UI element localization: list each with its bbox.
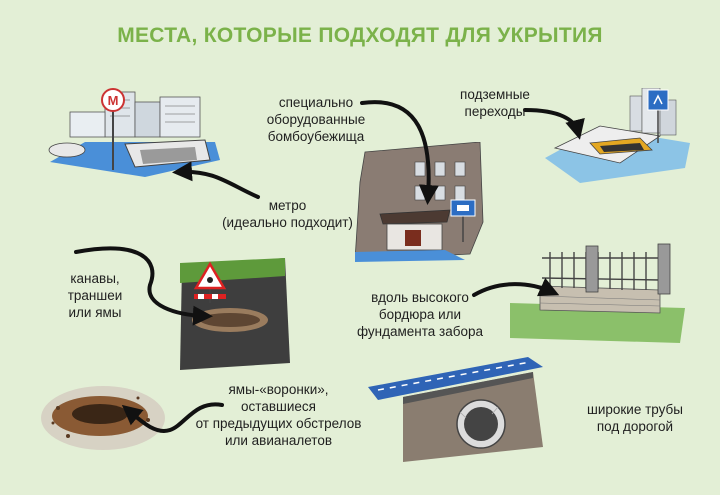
label-underpass: подземные переходы <box>460 87 530 119</box>
pedestrian-crossing-icon <box>647 89 669 111</box>
label-craters: ямы-«воронки», оставшиеся от предыдущих … <box>195 382 362 448</box>
pipe-illustration <box>368 357 543 462</box>
label-ditches: канавы, траншеи или ямы <box>67 271 123 320</box>
label-shelter: специально оборудованные бомбоубежища <box>266 95 366 144</box>
metro-sign-icon: М <box>108 93 119 108</box>
label-metro: метро (идеально подходит) <box>222 198 353 230</box>
ditch-illustration <box>180 258 290 370</box>
label-curb: вдоль высокого бордюра или фундамента за… <box>356 290 484 339</box>
page-title: МЕСТА, КОТОРЫЕ ПОДХОДЯТ ДЛЯ УКРЫТИЯ <box>117 24 603 47</box>
crater-illustration <box>41 386 165 450</box>
metro-illustration: М <box>48 88 220 177</box>
bombshelter-illustration <box>355 142 484 262</box>
fence-illustration <box>510 243 685 343</box>
label-pipes: широкие трубы под дорогой <box>587 402 683 434</box>
underpass-illustration <box>545 88 690 183</box>
